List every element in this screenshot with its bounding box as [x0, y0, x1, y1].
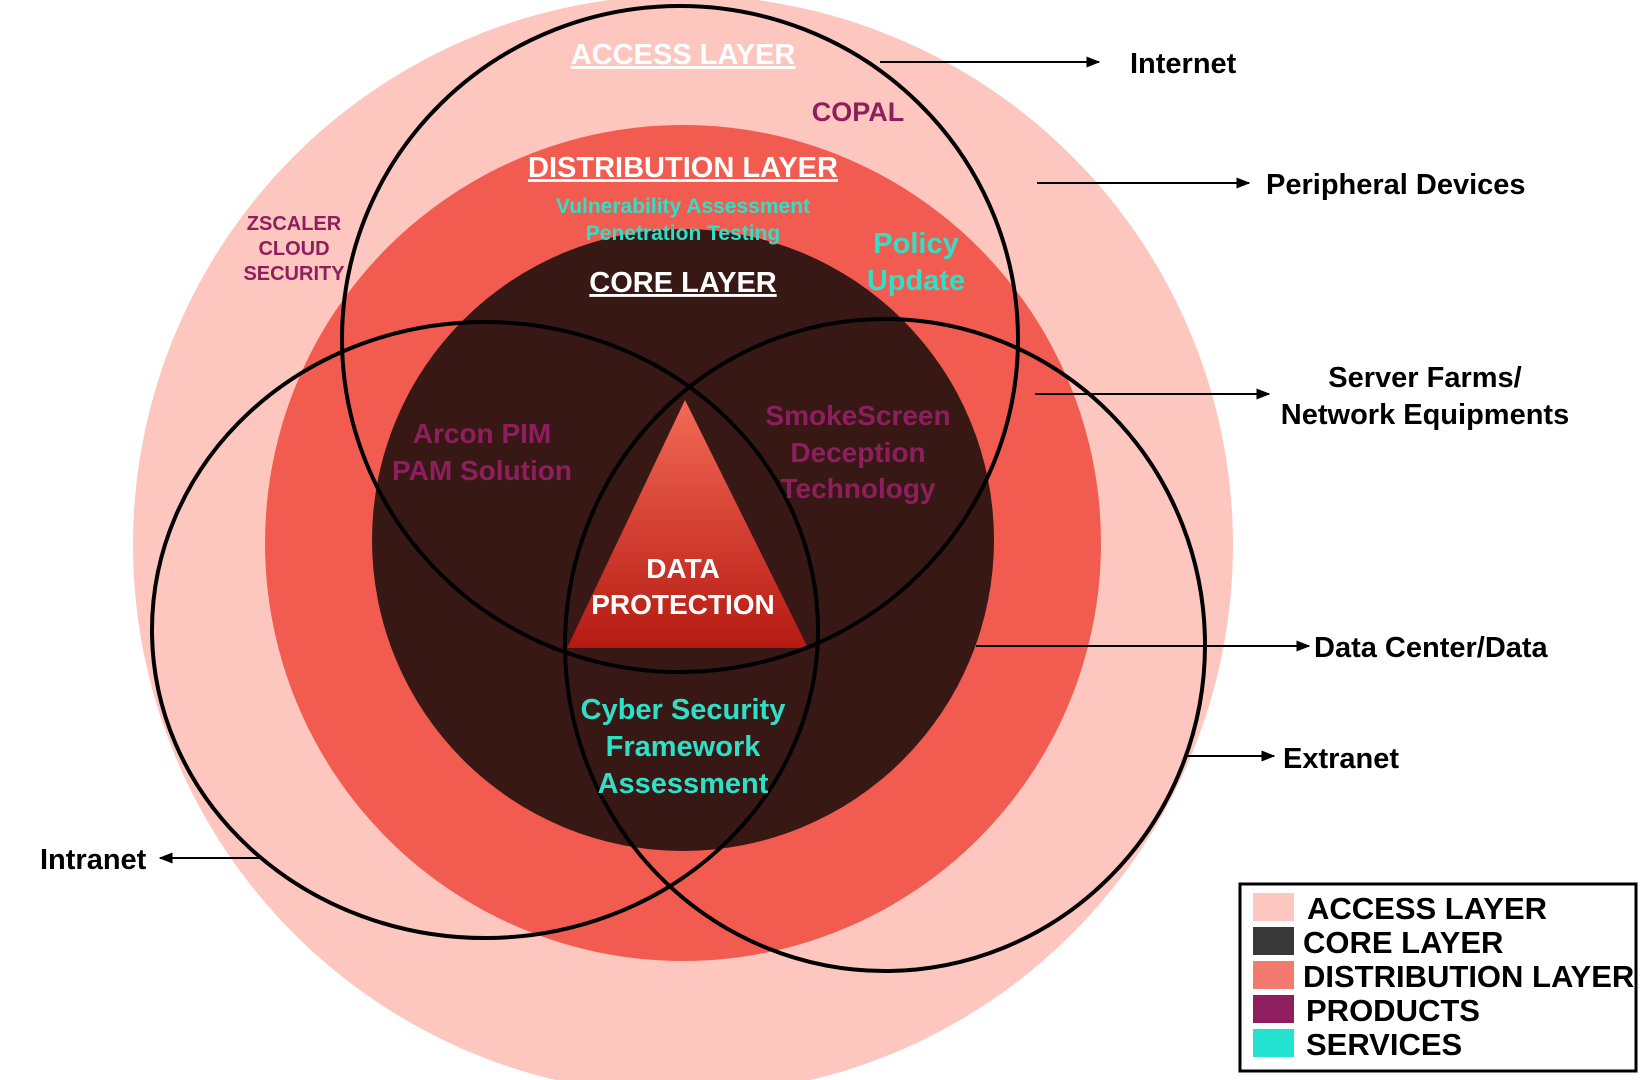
server-farms-label-line-1: Server Farms/ [1328, 362, 1521, 394]
csf-label-line-1: Cyber Security [581, 694, 786, 726]
csf-label-line-2: Framework [606, 731, 762, 763]
zscaler-label-line-2: CLOUD [258, 238, 329, 260]
legend-swatch-distribution [1253, 961, 1294, 989]
smokescreen-label-line-2: Deception [790, 437, 925, 468]
legend-swatch-services [1253, 1029, 1294, 1057]
legend-label-distribution: DISTRIBUTION LAYER [1303, 959, 1634, 994]
legend-swatch-core [1253, 927, 1294, 955]
legend-frame [1238, 882, 1638, 1073]
arcon-label-line-1: Arcon PIM [413, 418, 551, 449]
legend: ACCESS LAYER CORE LAYER DISTRIBUTION LAY… [1238, 882, 1638, 1073]
access-layer-title: ACCESS LAYER [571, 39, 796, 71]
zscaler-label-line-3: SECURITY [243, 263, 345, 285]
legend-label-access: ACCESS LAYER [1307, 891, 1547, 926]
data-protection-line-1: DATA [646, 553, 720, 584]
smokescreen-label-line-1: SmokeScreen [765, 400, 950, 431]
arcon-label-line-2: PAM Solution [392, 455, 572, 486]
peripheral-devices-label: Peripheral Devices [1266, 169, 1526, 201]
legend-swatch-products [1253, 995, 1294, 1023]
legend-label-services: SERVICES [1306, 1027, 1462, 1062]
server-farms-label-line-2: Network Equipments [1281, 399, 1569, 431]
distribution-layer-title: DISTRIBUTION LAYER [528, 152, 838, 184]
extranet-label: Extranet [1283, 743, 1399, 775]
smokescreen-label-line-3: Technology [780, 473, 935, 504]
vapt-label-line-2: Penetration Testing [586, 222, 780, 245]
data-protection-line-2: PROTECTION [591, 589, 775, 620]
data-center-label: Data Center/Data [1314, 632, 1549, 664]
legend-label-core: CORE LAYER [1303, 925, 1503, 960]
core-layer-title: CORE LAYER [589, 267, 777, 299]
legend-swatch-access [1253, 893, 1294, 921]
zscaler-label-line-1: ZSCALER [247, 213, 342, 235]
csf-label-line-3: Assessment [598, 768, 769, 800]
intranet-label: Intranet [40, 844, 147, 876]
copal-product-label: COPAL [812, 97, 905, 127]
policy-update-line-1: Policy [873, 228, 958, 260]
internet-label: Internet [1130, 48, 1237, 80]
legend-label-products: PRODUCTS [1306, 993, 1480, 1028]
policy-update-line-2: Update [867, 265, 965, 297]
vapt-label-line-1: Vulnerability Assessment [556, 195, 810, 218]
data-protection-triangle [567, 400, 808, 648]
intranet-venn-circle [150, 320, 820, 940]
internet-venn-circle [340, 4, 1020, 674]
